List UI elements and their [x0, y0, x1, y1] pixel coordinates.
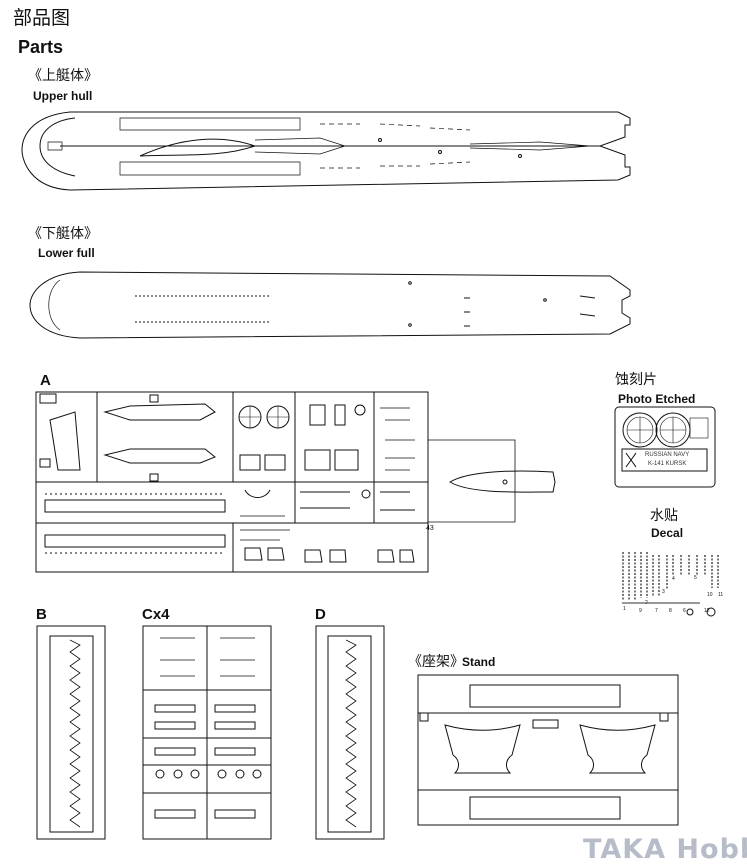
- page-title-zh: 部品图: [13, 7, 71, 29]
- pe-plate-line2: K-141 KURSK: [648, 461, 687, 467]
- decal-number: 6: [683, 608, 686, 614]
- sprue-d-frame: [315, 625, 385, 840]
- upper-hull-label-zh: 《上艇体》: [28, 68, 98, 84]
- decal-sheet: [622, 552, 719, 617]
- decal-number: 3: [662, 589, 665, 595]
- stand-label-en: Stand: [462, 655, 496, 669]
- upper-hull-drawing: [21, 111, 631, 191]
- upper-hull-label-en: Upper hull: [33, 89, 93, 103]
- sprue-d-letter: D: [315, 606, 326, 623]
- decal-number: 4: [672, 576, 675, 582]
- sprue-a-letter: A: [40, 372, 51, 389]
- sprue-c-frame: [142, 625, 272, 840]
- decal-number: 10: [707, 592, 713, 598]
- lower-hull-drawing: [29, 271, 631, 339]
- photo-etched-label-en: Photo Etched: [618, 392, 696, 406]
- photo-etched-fret: [614, 406, 716, 488]
- pe-plate-line1: RUSSIAN NAVY: [645, 452, 690, 458]
- svg-text:43: 43: [426, 525, 434, 532]
- stand-sprue: [417, 674, 679, 826]
- watermark: TAKA Hobby: [583, 834, 747, 865]
- decal-number: 5: [694, 575, 697, 581]
- stand-label-zh: 《座架》: [408, 654, 464, 670]
- lower-hull-label-zh: 《下艇体》: [28, 226, 98, 242]
- decal-number: 9: [639, 608, 642, 614]
- decal-number: 8: [669, 608, 672, 614]
- decal-number: 1: [623, 606, 626, 612]
- sprue-c-letter: Cx4: [142, 606, 170, 623]
- page-title-en: Parts: [18, 37, 64, 57]
- sprue-a-frame: 43: [35, 391, 556, 573]
- lower-hull-label-en: Lower full: [38, 246, 95, 260]
- sprue-b-frame: [36, 625, 106, 840]
- decal-number: 7: [655, 608, 658, 614]
- sprue-b-letter: B: [36, 606, 47, 623]
- decal-number: 11: [718, 592, 724, 598]
- photo-etched-label-zh: 蚀刻片: [615, 372, 657, 388]
- decal-label-zh: 水贴: [650, 508, 678, 524]
- decal-label-en: Decal: [651, 526, 684, 540]
